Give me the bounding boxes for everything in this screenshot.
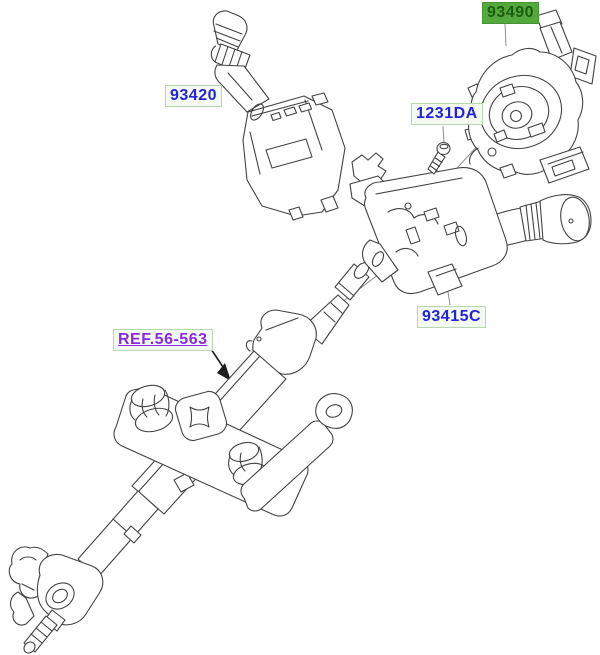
label-1231DA[interactable]: 1231DA — [411, 103, 483, 125]
ref-arrow — [210, 348, 231, 381]
part-screw[interactable] — [427, 141, 451, 175]
label-93420[interactable]: 93420 — [165, 85, 222, 107]
part-clock-spring[interactable] — [464, 9, 597, 184]
label-ref-56-563[interactable]: REF.56-563 — [113, 329, 213, 351]
part-multifunction-switch[interactable] — [349, 152, 593, 296]
column-mounting-bracket — [113, 384, 353, 517]
label-93490[interactable]: 93490 — [482, 2, 539, 24]
label-93415C[interactable]: 93415C — [417, 306, 487, 328]
part-steering-column-assembly[interactable] — [8, 260, 371, 655]
part-wiper-switch-lever[interactable] — [210, 10, 346, 221]
